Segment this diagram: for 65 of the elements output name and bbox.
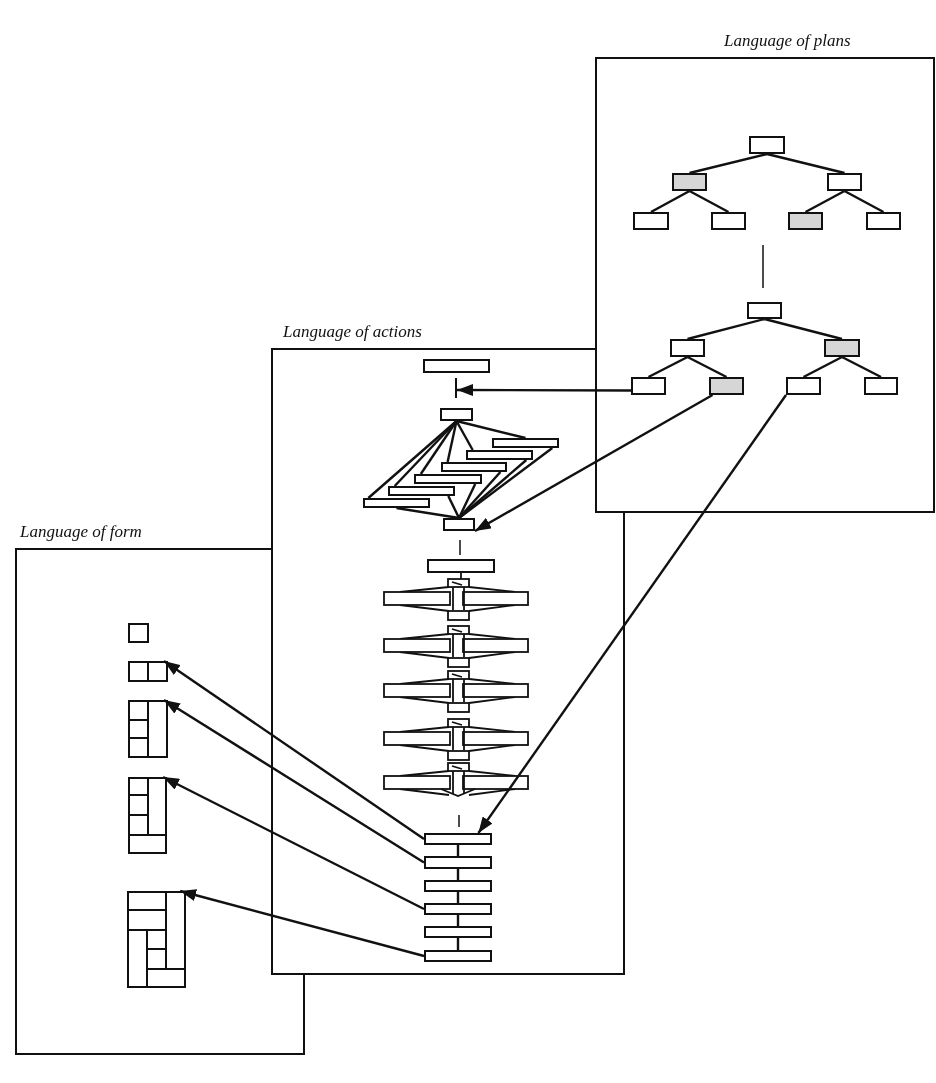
connector-line: [804, 189, 846, 214]
action-box: [363, 498, 430, 508]
action-box: [424, 880, 492, 892]
panel-title: Language of plans: [724, 31, 851, 51]
plan-node-box: [864, 377, 898, 395]
arrow: [163, 660, 425, 840]
action-box: [424, 950, 492, 962]
action-box: [441, 462, 507, 472]
connector-line: [766, 152, 845, 175]
connector-line: [647, 355, 689, 379]
connector-line: [447, 495, 461, 519]
connector-line: [841, 355, 882, 379]
connector-line: [764, 317, 843, 341]
arrow: [474, 393, 714, 533]
connector-line: [688, 189, 730, 214]
plan-node-box: [709, 377, 744, 395]
plan-node-box: [670, 339, 705, 357]
plan-node-box: [827, 173, 862, 191]
plan-node-box: [631, 377, 666, 395]
connector-line: [843, 189, 885, 214]
connector-line: [455, 420, 474, 451]
plan-node-box: [786, 377, 821, 395]
plan-node-box: [788, 212, 823, 230]
connector-line: [686, 355, 728, 379]
connector-line: [802, 355, 843, 379]
gap-line: [455, 378, 457, 398]
connector-line: [393, 420, 458, 487]
form-layout-box: [128, 623, 149, 643]
action-box: [414, 474, 482, 484]
plan-node-box: [866, 212, 901, 230]
action-box: [424, 926, 492, 938]
action-box: [424, 833, 492, 845]
action-box: [492, 438, 559, 448]
connector-line: [457, 483, 477, 519]
form-layout-box: [128, 777, 167, 854]
connector-line: [456, 419, 526, 440]
action-box: [440, 408, 473, 421]
connector-line: [446, 420, 458, 463]
panel-title: Language of actions: [283, 322, 422, 342]
connector-line: [396, 506, 460, 520]
action-box: [424, 903, 492, 915]
action-box: [423, 359, 490, 373]
action-box: [443, 518, 475, 531]
form-layout-box: [128, 661, 168, 682]
connector-line: [687, 317, 765, 341]
panel-title: Language of form: [20, 522, 142, 542]
plan-node-box: [633, 212, 669, 230]
form-layout-box: [127, 891, 186, 988]
plan-node-box: [824, 339, 860, 357]
action-box: [466, 450, 533, 460]
arrow: [163, 699, 425, 864]
action-box: [424, 856, 492, 869]
action-box: [427, 559, 495, 573]
arrow: [457, 384, 631, 397]
connector-line: [650, 189, 691, 214]
connector-line: [458, 447, 553, 519]
plan-node-box: [711, 212, 746, 230]
connector-line: [689, 152, 768, 175]
plan-node-box: [672, 173, 707, 191]
plan-node-box: [749, 136, 785, 154]
form-layout-box: [128, 700, 168, 758]
arrow: [477, 394, 787, 834]
action-box: [388, 486, 455, 496]
arrow: [179, 889, 425, 958]
plan-node-box: [747, 302, 782, 319]
